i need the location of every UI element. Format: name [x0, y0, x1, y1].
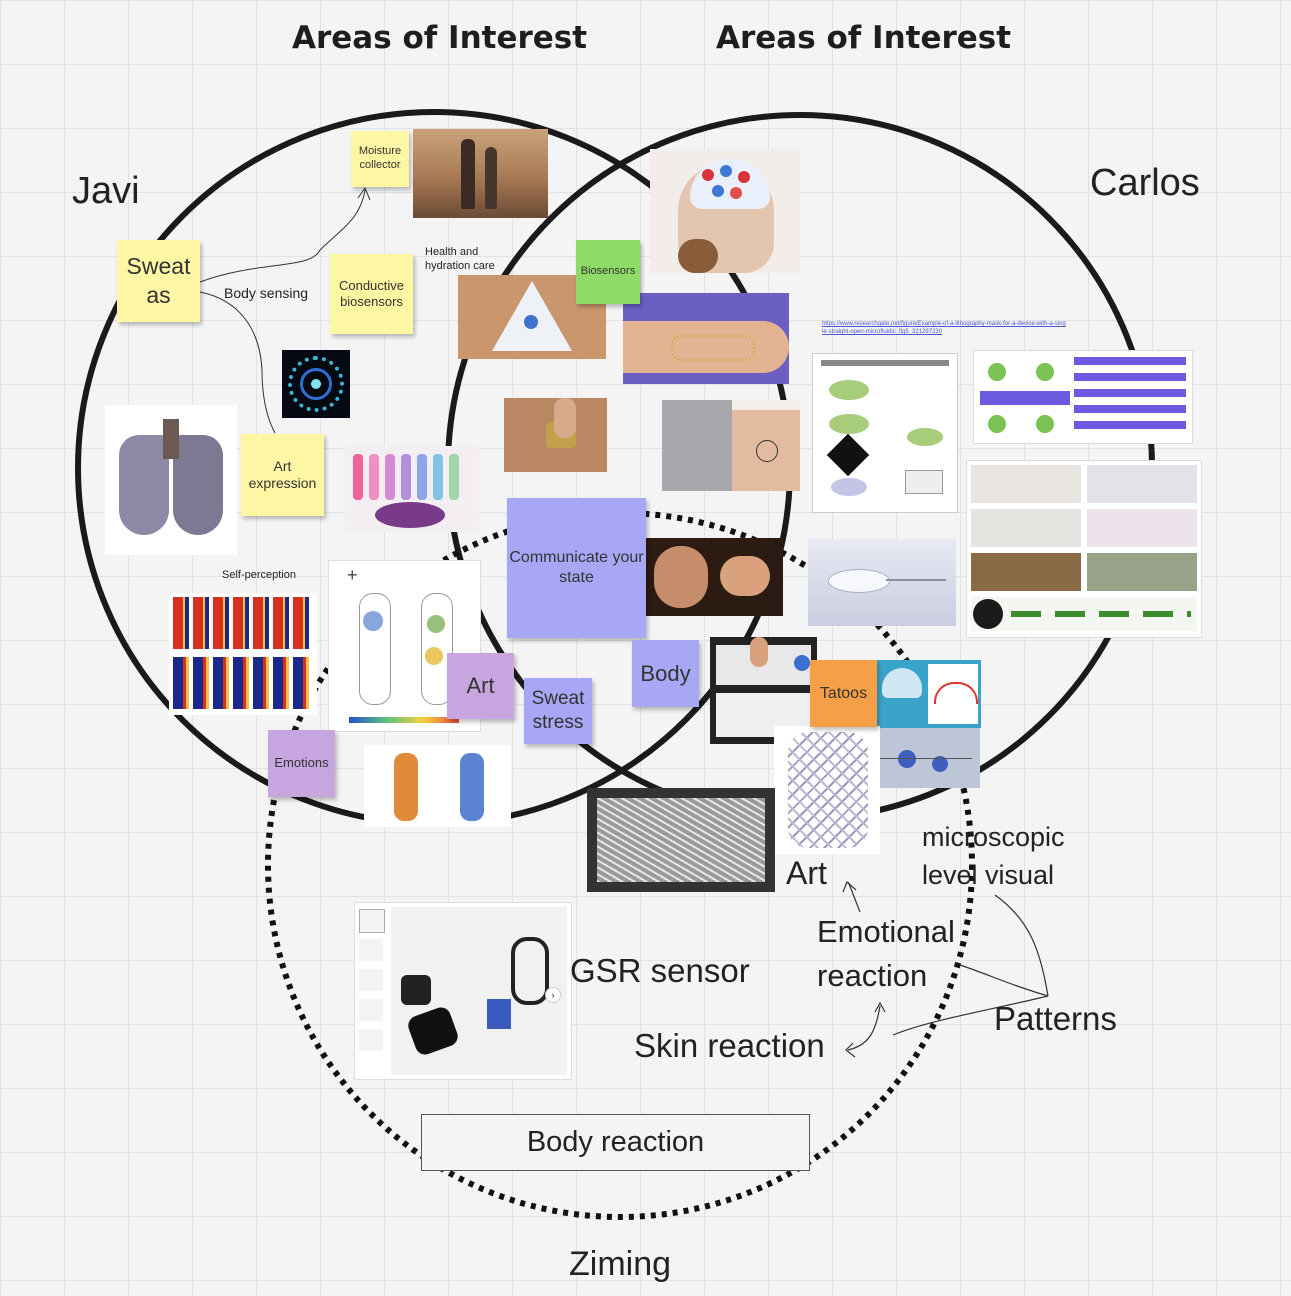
name-ziming: Ziming	[569, 1245, 672, 1283]
lace-drawing-image[interactable]	[774, 726, 880, 854]
name-carlos: Carlos	[1090, 162, 1200, 204]
sphere-robots-image[interactable]	[868, 728, 980, 788]
note-art[interactable]: Art	[447, 653, 514, 719]
gold-tattoo-arm-image[interactable]	[623, 293, 789, 384]
head-device-image[interactable]	[650, 149, 800, 273]
heading-right: Areas of Interest	[716, 20, 1012, 56]
heading-left: Areas of Interest	[292, 20, 588, 56]
body-reaction-box[interactable]: Body reaction	[421, 1114, 810, 1171]
note-communicate-state[interactable]: Communicate your state	[507, 498, 646, 638]
arrow-line	[847, 1005, 881, 1051]
emotion-body-maps-image[interactable]	[169, 593, 317, 715]
arrow-head	[845, 1042, 856, 1058]
lithography-diagram-image[interactable]	[812, 353, 958, 513]
pattern-line	[994, 894, 1049, 997]
name-javi: Javi	[72, 170, 140, 212]
fingertip-sensor-image[interactable]	[504, 398, 607, 472]
note-moisture-collector[interactable]: Moisture collector	[351, 131, 409, 187]
note-art-expression[interactable]: Art expression	[241, 434, 324, 516]
gsr-sensor-image[interactable]: ›	[354, 902, 572, 1080]
arrow-line	[847, 881, 861, 913]
connector-line	[199, 291, 276, 434]
label-body-sensing: Body sensing	[224, 285, 309, 301]
label-gsr-sensor: GSR sensor	[570, 952, 750, 989]
arm-patch-image[interactable]	[662, 400, 800, 491]
desert-image[interactable]	[413, 129, 548, 218]
label-emotional-reaction: Emotional reaction	[817, 914, 955, 993]
pattern-line	[959, 964, 1049, 997]
jellyfish-image[interactable]	[876, 660, 981, 728]
arrow-head	[842, 880, 857, 893]
crystal-lungs-image[interactable]	[105, 405, 237, 555]
label-health-hydration: Health and hydration care	[425, 246, 495, 272]
connector-line	[199, 189, 366, 283]
note-tatoos[interactable]: Tatoos	[810, 660, 877, 727]
note-biosensors[interactable]: Biosensors	[576, 240, 640, 304]
mandala-image[interactable]	[282, 350, 350, 418]
chevron-right-icon[interactable]: ›	[545, 987, 561, 1003]
face-ear-image[interactable]	[646, 538, 783, 616]
label-skin-reaction: Skin reaction	[634, 1027, 825, 1064]
source-link[interactable]: https://www.researchgate.net/figure/Exam…	[822, 321, 1066, 335]
pattern-line	[892, 995, 1049, 1036]
test-tubes-image[interactable]	[345, 446, 479, 532]
microfluidic-chip-image[interactable]	[973, 350, 1193, 444]
tattoo-bodies-image[interactable]	[364, 745, 511, 827]
label-art-bottom: Art	[786, 855, 827, 891]
note-sweat-stress[interactable]: Sweat stress	[524, 678, 592, 744]
note-emotions[interactable]: Emotions	[268, 730, 335, 797]
arrow-head	[874, 1001, 886, 1013]
translucent-creature-image[interactable]	[808, 539, 956, 626]
note-body[interactable]: Body	[632, 640, 699, 707]
label-self-perception: Self-perception	[222, 569, 296, 581]
note-conductive-biosensors[interactable]: Conductive biosensors	[330, 254, 413, 334]
creature-grid-image[interactable]	[966, 460, 1202, 638]
label-patterns: Patterns	[994, 1000, 1117, 1037]
fiber-mesh-image[interactable]	[587, 788, 775, 892]
note-sweat-as[interactable]: Sweat as	[117, 240, 200, 322]
plus-icon: +	[347, 565, 358, 585]
ziming-circle	[265, 510, 975, 1220]
arrow-head	[357, 186, 371, 201]
label-microscopic: microscopic level visual	[922, 822, 1065, 890]
